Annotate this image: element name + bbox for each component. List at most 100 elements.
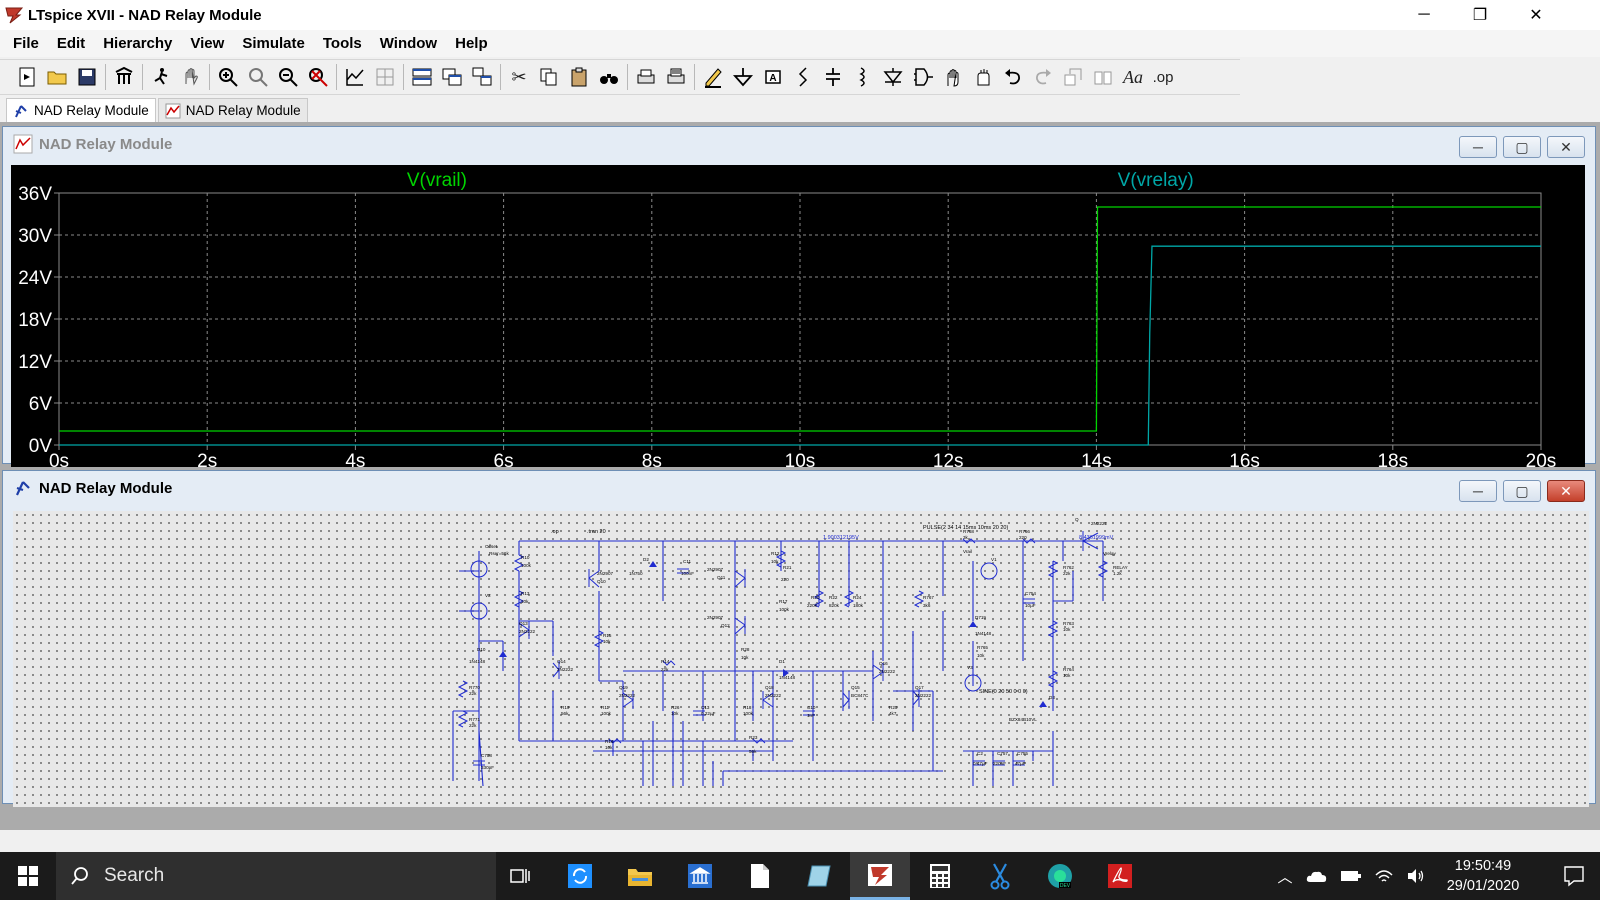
copy-icon[interactable] [534, 62, 564, 92]
x-tick-label: 2s [197, 451, 217, 467]
component-label: Q [1075, 517, 1079, 522]
capacitor-icon[interactable] [818, 62, 848, 92]
waveform-icon [13, 134, 33, 154]
component-label: 1nF [807, 713, 815, 718]
schematic-maximize-button[interactable]: ▢ [1503, 480, 1541, 502]
menu-help[interactable]: Help [455, 35, 488, 52]
component-label: 820k [829, 603, 840, 608]
autorange-icon[interactable] [340, 62, 370, 92]
waveform-close-button[interactable]: ✕ [1547, 136, 1585, 158]
volume-icon[interactable] [1406, 867, 1426, 885]
undo-icon[interactable] [998, 62, 1028, 92]
menu-view[interactable]: View [190, 35, 225, 52]
minimize-button[interactable]: ─ [1418, 6, 1430, 23]
schematic-window-titlebar[interactable]: NAD Relay Module [3, 471, 1595, 505]
ltspice-icon[interactable] [850, 852, 910, 900]
taskbar-clock[interactable]: 19:50:49 29/01/2020 [1438, 856, 1528, 896]
notifications-icon[interactable] [1562, 864, 1586, 893]
toolbar-separator [105, 64, 106, 90]
zoom-out-icon[interactable] [273, 62, 303, 92]
cascade-icon[interactable] [467, 62, 497, 92]
tile-vertical-icon[interactable] [437, 62, 467, 92]
component-label: 1N4148 [469, 659, 486, 664]
task-view-icon[interactable] [490, 852, 550, 900]
onedrive-icon[interactable] [1306, 869, 1328, 883]
component-label: Q19 [619, 685, 628, 690]
waveform-window-titlebar[interactable]: NAD Relay Module [3, 127, 1595, 161]
save-icon[interactable] [72, 62, 102, 92]
component-label: 22k [469, 723, 477, 728]
drag-icon[interactable] [968, 62, 998, 92]
menu-file[interactable]: File [13, 35, 39, 52]
schematic-text: .op .tran 20 PULSE(2 34 14 15ms 10ms 20 … [551, 525, 1114, 695]
sync-icon[interactable] [550, 852, 610, 900]
start-button[interactable] [0, 852, 56, 900]
draw-wire-icon[interactable] [698, 62, 728, 92]
windows-logo-icon [18, 866, 38, 886]
spice-directive-icon[interactable]: .op [1152, 68, 1174, 86]
print-preview-icon[interactable] [661, 62, 691, 92]
label-net-icon[interactable]: A [758, 62, 788, 92]
menu-window[interactable]: Window [379, 35, 438, 52]
text-icon[interactable]: Aa [1123, 66, 1143, 87]
schematic-minimize-button[interactable]: ─ [1459, 480, 1497, 502]
new-schematic-icon[interactable] [12, 62, 42, 92]
move-icon[interactable] [938, 62, 968, 92]
notepad-icon[interactable] [790, 852, 850, 900]
close-button[interactable]: ✕ [1529, 7, 1543, 24]
show-hidden-icons-icon[interactable]: ︿ [1277, 868, 1293, 886]
battery-icon[interactable] [1340, 869, 1362, 883]
redo-icon[interactable] [1028, 62, 1058, 92]
run-simulation-icon[interactable] [146, 62, 176, 92]
inductor-icon[interactable] [848, 62, 878, 92]
component-label: R18 [743, 705, 752, 710]
tab-waveform[interactable]: NAD Relay Module [157, 98, 308, 122]
file-explorer-icon[interactable] [610, 852, 670, 900]
find-icon[interactable] [594, 62, 624, 92]
open-folder-icon[interactable] [42, 62, 72, 92]
ground-icon[interactable] [728, 62, 758, 92]
taskbar-search[interactable]: Search [56, 852, 496, 900]
menu-simulate[interactable]: Simulate [242, 35, 305, 52]
schematic-close-button[interactable]: ✕ [1547, 480, 1585, 502]
tab-schematic[interactable]: NAD Relay Module [6, 98, 156, 122]
waveform-maximize-button[interactable]: ▢ [1503, 136, 1541, 158]
cut-icon[interactable]: ✂ [511, 66, 527, 87]
component-label: 2N2222 [915, 693, 932, 698]
acrobat-icon[interactable] [1090, 852, 1150, 900]
resistor-icon[interactable] [788, 62, 818, 92]
component-label: 10k [671, 711, 679, 716]
menu-tools[interactable]: Tools [322, 35, 362, 52]
component-label: R766 [1019, 529, 1030, 534]
grid-icon[interactable] [370, 62, 400, 92]
scissors-icon[interactable] [970, 852, 1030, 900]
directive-op: .op [551, 529, 559, 535]
wifi-icon[interactable] [1374, 867, 1394, 885]
control-panel-icon[interactable] [109, 62, 139, 92]
print-icon[interactable] [631, 62, 661, 92]
zoom-fit-icon[interactable] [303, 62, 333, 92]
toolbar-separator [209, 64, 210, 90]
menu-hierarchy[interactable]: Hierarchy [103, 35, 173, 52]
pan-icon[interactable] [243, 62, 273, 92]
diode-icon[interactable] [878, 62, 908, 92]
maximize-button[interactable]: ❐ [1472, 7, 1488, 24]
edge-dev-icon[interactable]: DEV [1030, 852, 1090, 900]
bank-icon[interactable] [670, 852, 730, 900]
menu-edit[interactable]: Edit [56, 35, 86, 52]
mirror-icon[interactable] [1088, 62, 1118, 92]
y-tick-label: 36V [18, 184, 52, 205]
rotate-icon[interactable] [1058, 62, 1088, 92]
halt-simulation-icon[interactable] [176, 62, 206, 92]
schematic-canvas[interactable]: .op .tran 20 PULSE(2 34 14 15ms 10ms 20 … [13, 511, 1589, 807]
component-label: R15 [603, 633, 612, 638]
waveform-minimize-button[interactable]: ─ [1459, 136, 1497, 158]
component-icon[interactable] [908, 62, 938, 92]
document-icon[interactable] [730, 852, 790, 900]
component-label: D1 [779, 659, 785, 664]
calculator-icon[interactable] [910, 852, 970, 900]
zoom-in-icon[interactable] [213, 62, 243, 92]
tile-horizontal-icon[interactable] [407, 62, 437, 92]
paste-icon[interactable] [564, 62, 594, 92]
